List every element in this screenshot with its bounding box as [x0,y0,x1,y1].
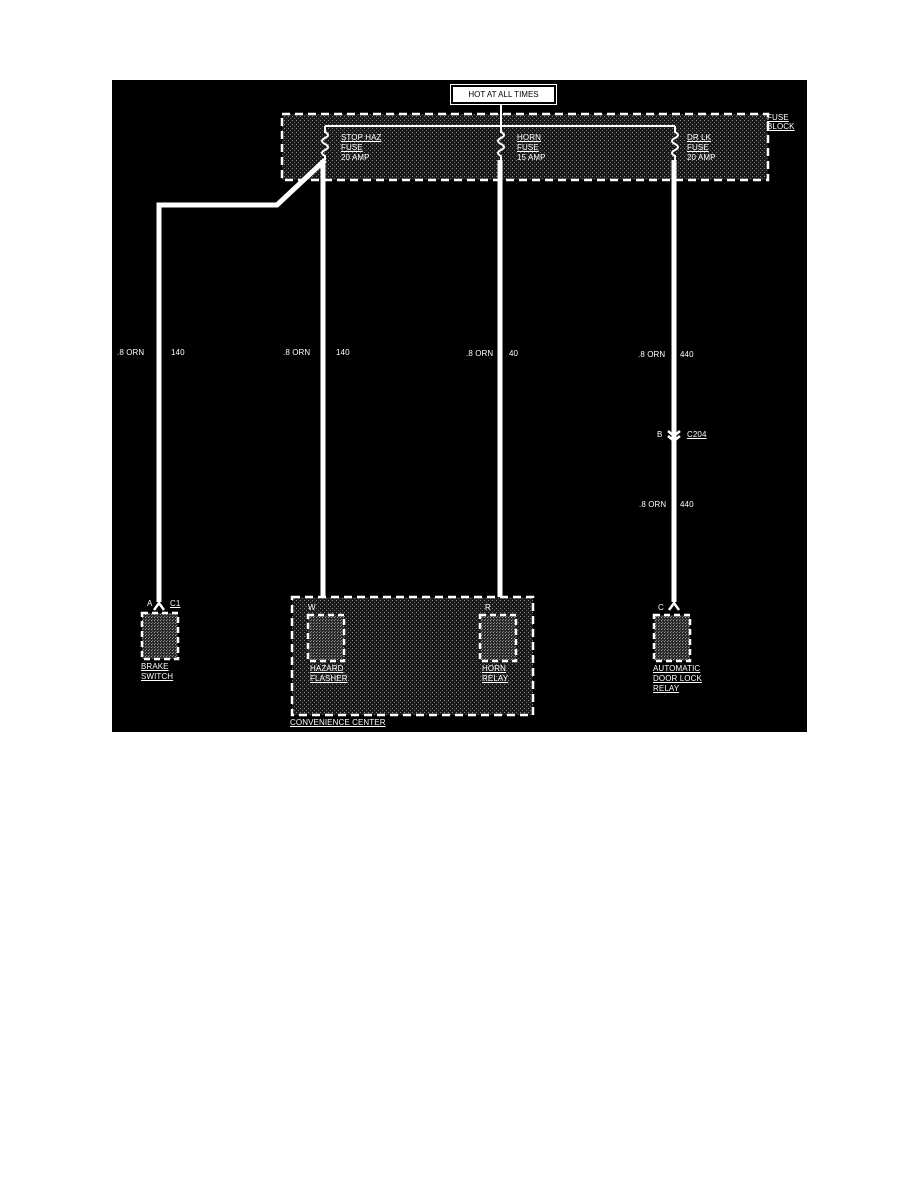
wire-label-drlk-circuit: 440 [680,350,694,359]
horn-relay-label-1: HORN [482,664,506,673]
fuse-symbol-stop-haz [321,126,329,160]
horn-relay-pin: R [485,603,491,612]
door-lock-relay-label-3: RELAY [653,684,680,693]
wire-label-drlk-color: .8 ORN [638,350,666,359]
fuse-block-label-2: BLOCK [767,122,795,131]
hazard-flasher-box [306,613,346,663]
fuse-rating-horn: 15 AMP [517,153,546,162]
brake-switch-connector: C1 [170,599,181,608]
terminal-door-lock-relay [667,600,681,611]
fuse-type-dr-lk: FUSE [687,143,709,152]
wire-label-brake-color: .8 ORN [117,348,145,357]
fuse-name-stop-haz: STOP HAZ [341,133,382,142]
fuse-type-horn: FUSE [517,143,539,152]
wire-label-hazard-color: .8 ORN [283,348,311,357]
fuse-rating-stop-haz: 20 AMP [341,153,370,162]
wiring-graphics [140,104,770,717]
door-lock-relay-pin: C [658,603,664,612]
door-lock-relay-label-2: DOOR LOCK [653,674,702,683]
brake-switch-pin: A [147,599,153,608]
brake-switch-label-2: SWITCH [141,672,174,681]
fuse-symbol-dr-lk [671,126,679,160]
c204-pin-label: B [657,430,663,439]
wire-label-brake-circuit: 140 [171,348,185,357]
wire-label-horn-circuit: 40 [509,349,519,358]
wire-label-drlk2-circuit: 440 [680,500,694,509]
hazard-flasher-pin: W [308,603,316,612]
hazard-flasher-label-1: HAZARD [310,664,344,673]
convenience-center-label: CONVENIENCE CENTER [290,718,386,727]
fuse-rating-dr-lk: 20 AMP [687,153,716,162]
wire-brake-switch [156,158,327,602]
door-lock-relay-label-1: AUTOMATIC [653,664,701,673]
wire-label-drlk2-color: .8 ORN [639,500,667,509]
fuse-type-stop-haz: FUSE [341,143,363,152]
diagram-title: HOT AT ALL TIMES [468,90,539,99]
wire-label-hazard-circuit: 140 [336,348,350,357]
brake-switch-label-1: BRAKE [141,662,169,671]
door-lock-relay-box [652,613,692,663]
wiring-diagram: HOT AT ALL TIMES FUSE BLOCK STOP HAZ FUS… [112,80,807,732]
terminal-brake-switch [152,600,166,611]
fuse-name-horn: HORN [517,133,541,142]
c204-name-label: C204 [687,430,707,439]
wire-label-horn-color: .8 ORN [466,349,494,358]
horn-relay-box [478,613,518,663]
fuse-block-label-1: FUSE [767,113,789,122]
fuse-symbol-horn [497,126,505,160]
horn-relay-label-2: RELAY [482,674,509,683]
hazard-flasher-label-2: FLASHER [310,674,348,683]
connector-c204 [667,430,681,443]
hot-at-all-times-box: HOT AT ALL TIMES [450,84,557,105]
brake-switch-box [140,611,180,661]
fuse-name-dr-lk: DR LK [687,133,712,142]
